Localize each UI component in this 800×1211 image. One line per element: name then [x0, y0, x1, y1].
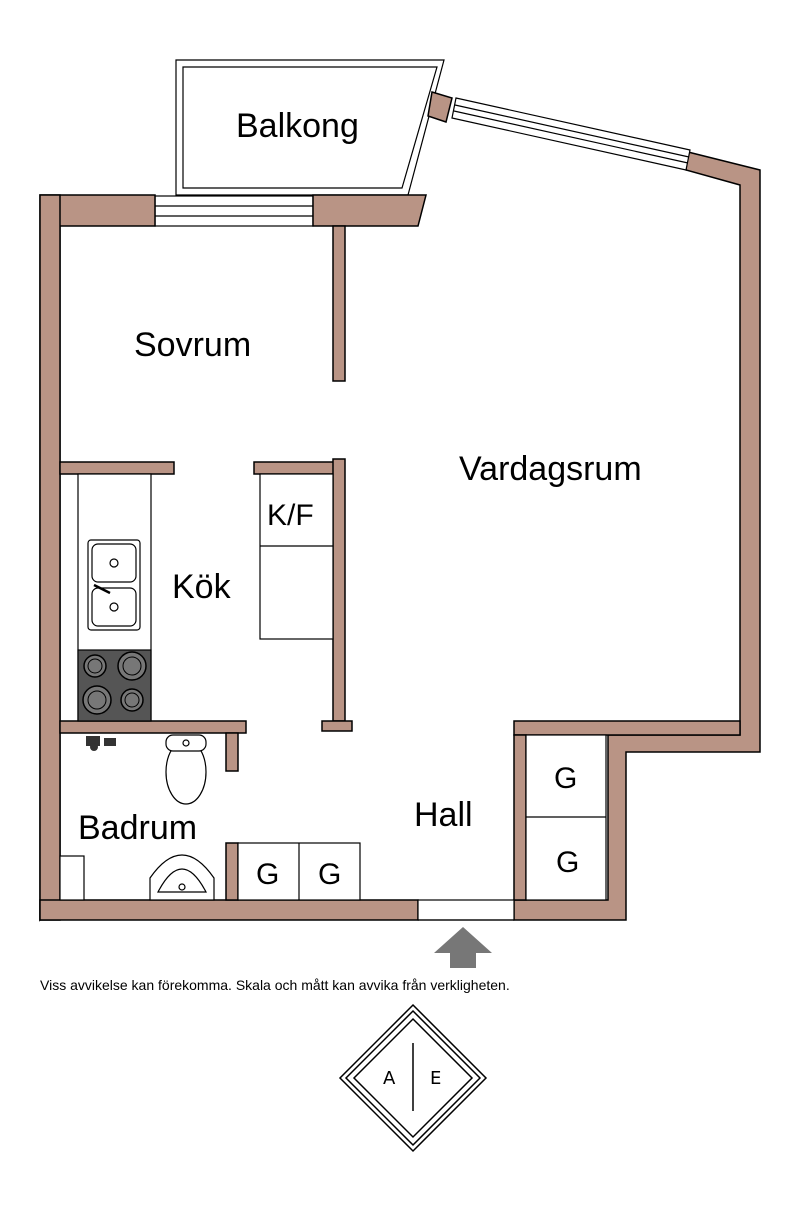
entrance-door	[417, 899, 515, 921]
fridge-freezer-cabinet	[259, 473, 334, 640]
balcony	[154, 59, 445, 227]
room-label-kok: Kök	[172, 568, 232, 606]
storage-label: G	[256, 858, 279, 891]
toilet-icon	[165, 734, 207, 805]
compass-letter-left: A	[383, 1068, 396, 1089]
storage-label: G	[318, 858, 341, 891]
washbasin-icon	[149, 854, 215, 901]
window-vardagsrum	[451, 97, 691, 171]
storage-label: G	[554, 762, 577, 795]
stove-icon	[77, 649, 152, 722]
compass-icon	[338, 1003, 488, 1153]
sink-icon	[87, 539, 141, 631]
faucet-icon	[86, 736, 116, 751]
compass-letter-right: E	[430, 1068, 441, 1089]
bathroom-shelf	[59, 855, 85, 901]
storage-bottom	[237, 842, 361, 901]
disclaimer: Viss avvikelse kan förekomma. Skala och …	[40, 977, 510, 993]
room-label-hall: Hall	[414, 796, 473, 834]
room-label-badrum: Badrum	[78, 809, 197, 847]
room-label-balkong: Balkong	[236, 107, 359, 145]
room-label-sovrum: Sovrum	[134, 326, 251, 364]
room-label-kf: K/F	[267, 499, 314, 532]
storage-label: G	[556, 846, 579, 879]
room-label-vardagsrum: Vardagsrum	[459, 450, 642, 488]
entrance-arrow-icon	[434, 927, 492, 968]
storage-right	[525, 734, 607, 901]
kitchen-counter	[77, 473, 152, 722]
